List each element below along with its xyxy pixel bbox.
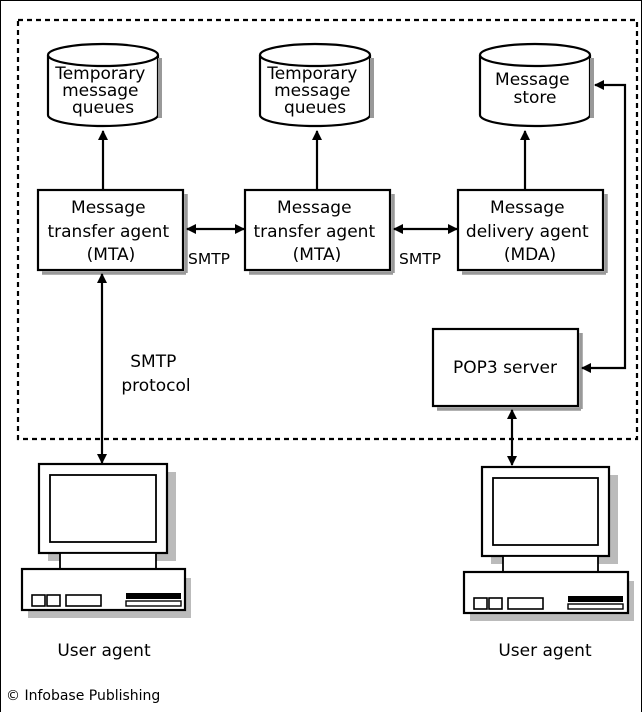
svg-text:Message transfer agent: Message transfer agent (MTA) xyxy=(253,198,380,265)
queue2-line2: message xyxy=(274,81,350,101)
mail-system-boundary xyxy=(16,18,639,441)
svg-text:SMTP protocol: SMTP protocol xyxy=(121,352,190,396)
mta-box-1: Message transfer agent (MTA) xyxy=(36,188,188,275)
temporary-queue-1: Temporary message queues xyxy=(46,42,162,128)
mta-box-2: Message transfer agent (MTA) xyxy=(243,188,395,275)
store-line1: Message xyxy=(495,70,570,90)
smtp-protocol-line2: protocol xyxy=(121,376,190,396)
queue2-line1: Temporary xyxy=(266,64,357,84)
smtp-label-1: SMTP xyxy=(188,250,230,268)
user-agent-label-2: User agent xyxy=(498,641,592,661)
message-store: Message store xyxy=(478,42,594,128)
mta1-line3: (MTA) xyxy=(87,245,136,265)
mda-line1: Message xyxy=(490,198,565,218)
mda-line2: delivery agent xyxy=(466,222,589,242)
svg-text:POP3 server: POP3 server xyxy=(453,358,557,378)
queue1-line1: Temporary xyxy=(54,64,145,84)
smtp-label-2: SMTP xyxy=(399,250,441,268)
mta1-line2: transfer agent xyxy=(47,222,169,242)
mda-box: Message delivery agent (MDA) xyxy=(456,188,608,275)
user-agent-label-1: User agent xyxy=(57,641,151,661)
svg-text:Message store: Message store xyxy=(495,70,575,108)
queue2-line3: queues xyxy=(284,98,346,118)
copyright-notice: © Infobase Publishing xyxy=(6,688,161,704)
store-line2: store xyxy=(514,88,557,108)
queue1-line2: message xyxy=(62,81,138,101)
temporary-queue-2: Temporary message queues xyxy=(258,42,374,128)
mta2-line2: transfer agent xyxy=(253,222,375,242)
arrow-store-pop3 xyxy=(581,80,627,373)
mta2-line1: Message xyxy=(277,198,352,218)
svg-text:Message delivery agent: Message delivery agent (MDA) xyxy=(466,198,594,265)
user-agent-computer-2 xyxy=(462,465,634,621)
svg-text:Message transfer agent: Message transfer agent (MTA) xyxy=(47,198,174,265)
mta1-line1: Message xyxy=(71,198,146,218)
mda-line3: (MDA) xyxy=(504,245,556,265)
pop3-label: POP3 server xyxy=(453,358,557,378)
svg-text:Temporary message: Temporary message queues xyxy=(54,64,151,118)
user-agent-computer-1 xyxy=(20,462,191,618)
svg-text:Temporary message: Temporary message queues xyxy=(266,64,363,118)
pop3-server-box: POP3 server xyxy=(431,327,583,411)
mta2-line3: (MTA) xyxy=(293,245,342,265)
queue1-line3: queues xyxy=(72,98,134,118)
smtp-protocol-line1: SMTP xyxy=(130,352,176,372)
